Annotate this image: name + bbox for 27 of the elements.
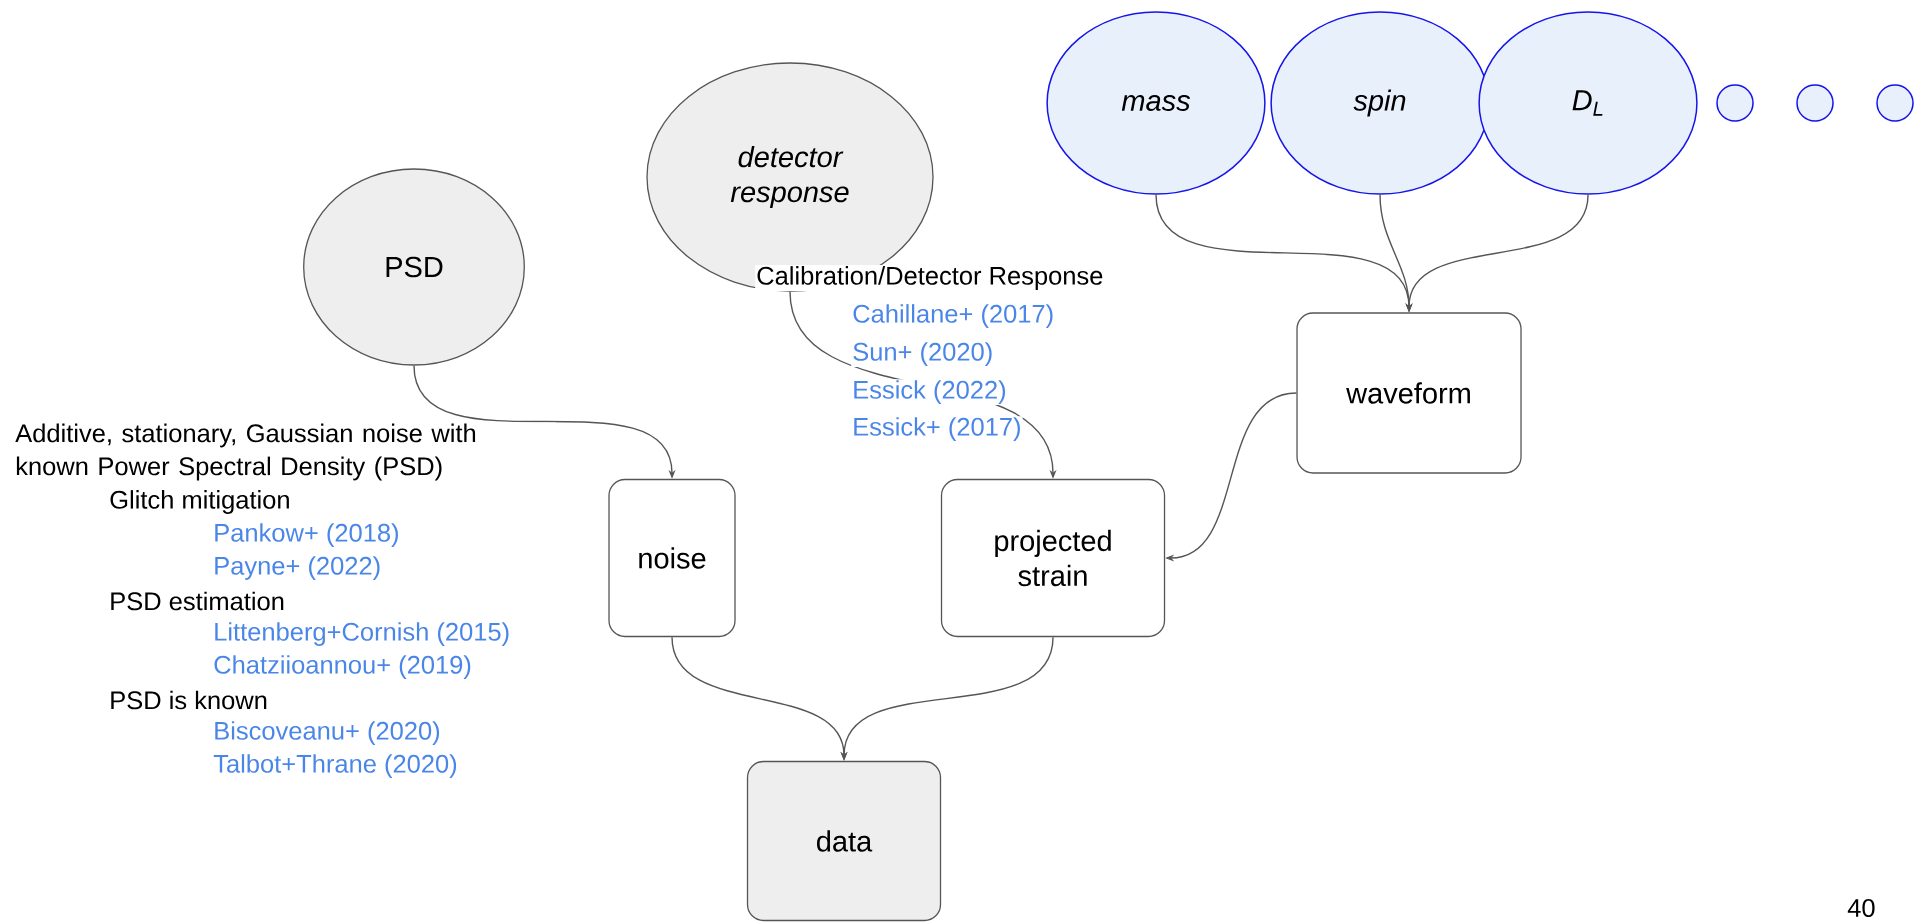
heading-text: PSD estimation	[108, 590, 286, 612]
rounded-box: projected strain	[940, 478, 1166, 638]
reference-text: Pankow+ (2018)	[212, 522, 401, 548]
small-circle	[1876, 84, 1914, 122]
ellipse-node: D$_{L}$	[1478, 11, 1698, 195]
heading-text: Calibration/Detector Response	[755, 265, 1105, 291]
note-text: Additive, stationary, Gaussian noise with known Power Spectral Density (PSD)	[14, 422, 557, 482]
rounded-box: waveform	[1296, 312, 1522, 474]
reference-text: Biscoveanu+ (2020)	[212, 720, 442, 746]
ellipse-node: PSD	[303, 168, 525, 366]
ellipse-node: spin	[1270, 11, 1490, 195]
reference-text: Sun+ (2020)	[851, 341, 995, 367]
heading-text: PSD is known	[108, 689, 269, 711]
reference-text: Cahillane+ (2017)	[851, 303, 1056, 329]
reference-text: Essick+ (2017)	[851, 416, 1023, 442]
reference-text: Talbot+Thrane (2020)	[212, 753, 459, 779]
rounded-box: data	[746, 760, 942, 922]
small-circle	[1716, 84, 1754, 122]
reference-text: Essick (2022)	[851, 379, 1008, 405]
ellipse-node: mass	[1046, 11, 1266, 195]
reference-text: Chatziioannou+ (2019)	[212, 654, 473, 680]
heading-text: Glitch mitigation	[108, 489, 292, 515]
reference-text: Payne+ (2022)	[212, 555, 383, 581]
small-circle	[1796, 84, 1834, 122]
page-number: 40	[1846, 898, 1877, 919]
reference-text: Littenberg+Cornish (2015)	[212, 621, 512, 647]
rounded-box: noise	[608, 478, 736, 638]
